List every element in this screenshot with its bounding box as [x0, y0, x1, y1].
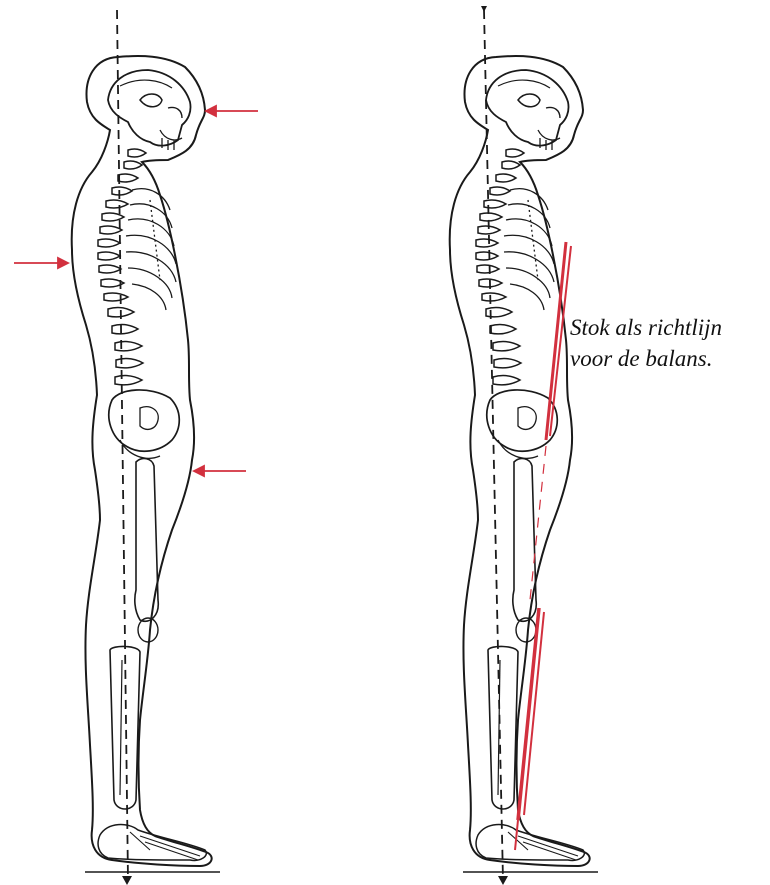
arrow-icon-hip — [194, 466, 246, 476]
stick-caption: Stok als richtlijn voor de balans. — [570, 312, 722, 374]
caption-line-2: voor de balans. — [570, 343, 722, 374]
arrow-icon-back — [14, 258, 68, 268]
left-plumb-line — [117, 10, 128, 880]
walking-stick — [515, 242, 571, 850]
arrow-icon-head — [206, 106, 258, 116]
right-plumb-top-icon — [481, 6, 487, 12]
right-plumb-weight-icon — [498, 876, 508, 885]
right-skeleton-figure — [450, 6, 598, 885]
left-skeleton-figure — [14, 10, 258, 885]
left-plumb-weight-icon — [122, 876, 132, 885]
caption-line-1: Stok als richtlijn — [570, 312, 722, 343]
right-plumb-line — [484, 10, 503, 880]
